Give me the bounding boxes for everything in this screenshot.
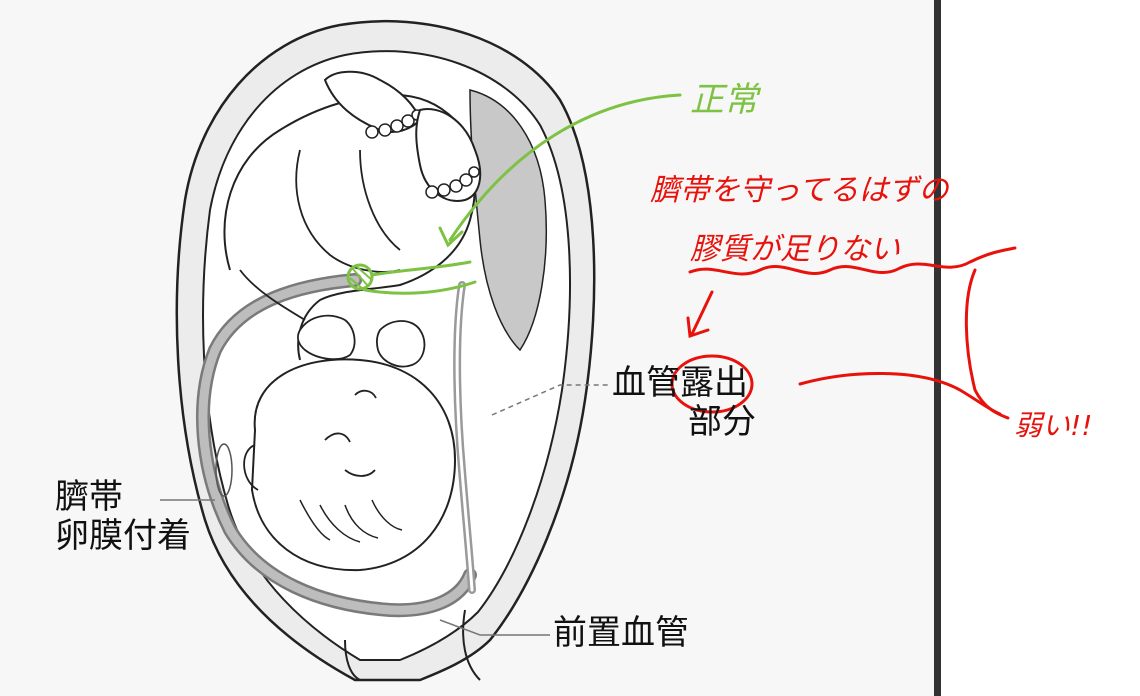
- panel-divider[interactable]: [934, 0, 941, 696]
- fetus-eye-left: [324, 432, 351, 443]
- weak-bracket: [964, 268, 1010, 420]
- annotation-weak: 弱い!!: [1014, 409, 1093, 442]
- cervix-left: [344, 639, 361, 681]
- weak-curve: [798, 371, 1002, 416]
- fetus-toes-lower: [425, 166, 480, 199]
- annotation-note-line1: 臍帯を守ってるはずの: [650, 173, 949, 208]
- fetus-eye-right: [354, 389, 377, 399]
- cervix-right: [462, 609, 481, 681]
- fetus-arm: [239, 269, 306, 321]
- fetus-ear: [243, 444, 259, 491]
- annotation-normal: 正常: [690, 80, 758, 120]
- fetus-head: [250, 358, 457, 572]
- annotation-note-line2: 膠質が足りない: [690, 232, 900, 267]
- normal-arrow: [448, 93, 682, 242]
- label-vessel-exposed-line2: 部分: [688, 402, 756, 443]
- label-umbilical-line2: 卵膜付着: [55, 516, 191, 557]
- fetus-hand-right: [376, 320, 426, 368]
- blank-panel: [941, 0, 1140, 696]
- label-umbilical-line1: 臍帯: [55, 477, 123, 517]
- leader-exposed: [491, 384, 610, 416]
- membrane-insertion-marker: [215, 443, 233, 497]
- fetus-thigh-2: [359, 149, 401, 251]
- fetus-thigh: [295, 149, 401, 273]
- note-underline: [688, 246, 1017, 276]
- label-vessel-exposed-line1: 血管露出: [612, 363, 748, 403]
- note-arrow: [690, 290, 714, 336]
- label-vasa-previa: 前置血管: [553, 613, 689, 653]
- label-umbilical-insertion: 臍帯 卵膜付着: [55, 477, 191, 557]
- leader-vasa-previa: [439, 619, 550, 636]
- normal-insertion-circle: [346, 263, 374, 291]
- normal-cord-lines: [363, 260, 477, 295]
- exposed-circle: [670, 354, 754, 414]
- fetus-mouth: [344, 469, 376, 477]
- fetus-hair: [299, 499, 403, 543]
- fetus-hand-left: [297, 314, 356, 361]
- label-vessel-exposed: 血管露出 部分: [612, 363, 756, 443]
